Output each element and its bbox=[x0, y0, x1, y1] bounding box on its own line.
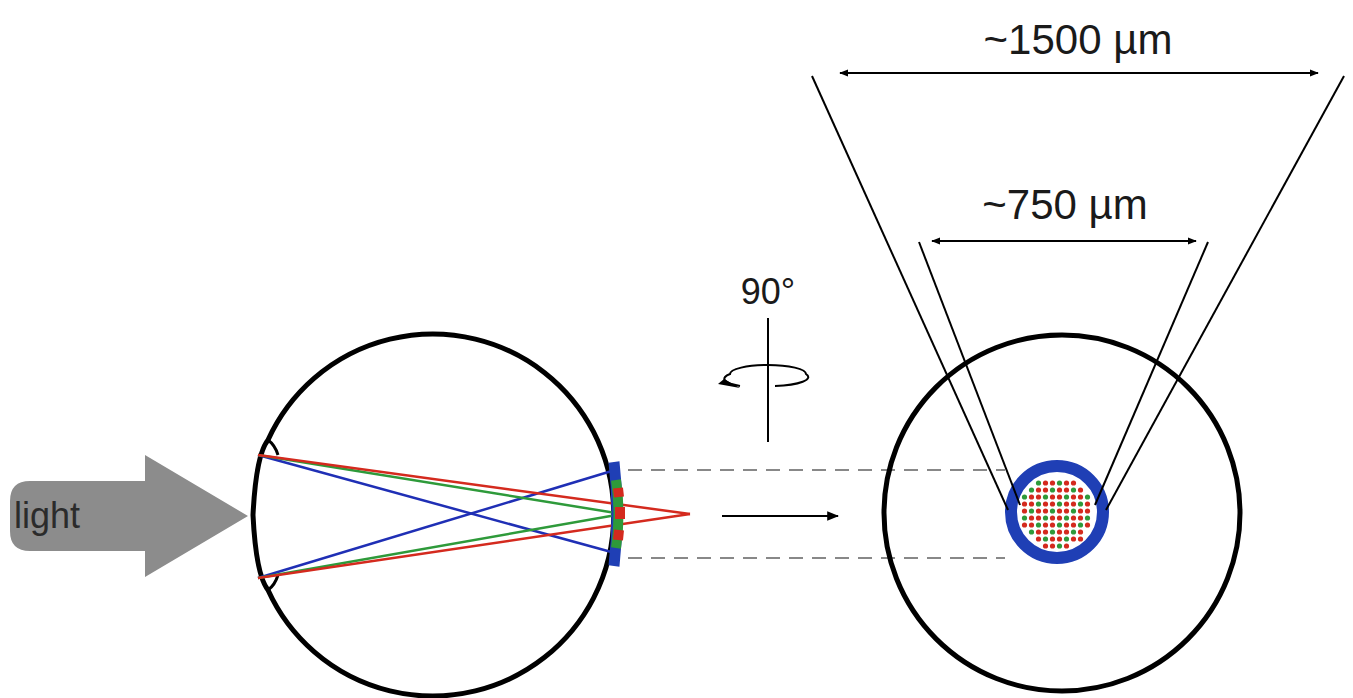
cone-dot bbox=[1036, 515, 1041, 520]
eye-front-view bbox=[812, 76, 1344, 691]
projection-line bbox=[628, 557, 1005, 559]
cone-dot bbox=[1071, 501, 1076, 506]
cone-dot bbox=[1078, 515, 1083, 520]
cone-dot bbox=[1064, 487, 1069, 492]
cone-dot bbox=[1043, 494, 1048, 499]
cone-dot bbox=[1057, 536, 1062, 541]
cone-dot bbox=[1043, 529, 1048, 534]
cone-dot bbox=[1043, 543, 1048, 548]
cone-dot bbox=[1022, 508, 1027, 513]
rotation-symbol bbox=[718, 318, 808, 442]
cone-dot bbox=[1036, 501, 1041, 506]
cone-dot bbox=[1064, 494, 1069, 499]
cone-dot bbox=[1071, 487, 1076, 492]
rotation-angle: 90° bbox=[741, 272, 795, 312]
cone-dot bbox=[1085, 522, 1090, 527]
cone-dot bbox=[1036, 494, 1041, 499]
cone-dot bbox=[1064, 536, 1069, 541]
cone-dot bbox=[1029, 508, 1034, 513]
cone-dot bbox=[1064, 529, 1069, 534]
projection-line bbox=[628, 469, 1005, 471]
cone-dot bbox=[1057, 494, 1062, 499]
arrow-label: light bbox=[14, 495, 80, 537]
cone-dot bbox=[1022, 522, 1027, 527]
cone-dot bbox=[1057, 501, 1062, 506]
cone-dot bbox=[1029, 487, 1034, 492]
cone-dot bbox=[1022, 501, 1027, 506]
cone-dot bbox=[1057, 515, 1062, 520]
cone-dot bbox=[1064, 480, 1069, 485]
cone-dot bbox=[1057, 529, 1062, 534]
cone-dot bbox=[1036, 480, 1041, 485]
cone-dot bbox=[1036, 487, 1041, 492]
cone-dot bbox=[1064, 508, 1069, 513]
dimension-arrow bbox=[932, 240, 1196, 242]
cone-dot bbox=[1050, 501, 1055, 506]
cone-dot bbox=[1078, 501, 1083, 506]
cone-dot bbox=[1050, 480, 1055, 485]
cone-dot bbox=[1050, 508, 1055, 513]
cone-dot bbox=[1078, 487, 1083, 492]
cone-dot bbox=[1050, 494, 1055, 499]
cone-dot bbox=[1071, 536, 1076, 541]
cone-dot bbox=[1078, 522, 1083, 527]
cone-dot bbox=[1050, 515, 1055, 520]
cone-dot bbox=[1057, 543, 1062, 548]
cone-dot bbox=[1029, 501, 1034, 506]
cone-dot bbox=[1078, 494, 1083, 499]
cone-dot bbox=[1043, 508, 1048, 513]
cone-dot bbox=[1078, 508, 1083, 513]
cone-dot bbox=[1071, 494, 1076, 499]
cone-dot bbox=[1078, 536, 1083, 541]
cone-dot bbox=[1050, 536, 1055, 541]
cone-dot bbox=[1022, 494, 1027, 499]
cone-dot bbox=[1085, 501, 1090, 506]
cone-dot bbox=[1036, 529, 1041, 534]
cone-dot bbox=[1071, 522, 1076, 527]
cone-dot bbox=[1085, 494, 1090, 499]
eye-side-view bbox=[253, 334, 690, 696]
cone-dot bbox=[1043, 522, 1048, 527]
cone-dot bbox=[1036, 536, 1041, 541]
dimension-label: ~750 µm bbox=[982, 182, 1147, 228]
cone-dot bbox=[1057, 522, 1062, 527]
light-arrow: light bbox=[10, 455, 250, 577]
cone-dot bbox=[1029, 529, 1034, 534]
cone-dot bbox=[1043, 536, 1048, 541]
cone-dot bbox=[1050, 487, 1055, 492]
cone-dot bbox=[1036, 522, 1041, 527]
view-arrow bbox=[722, 515, 838, 517]
cone-dot bbox=[1071, 480, 1076, 485]
cone-dot bbox=[1050, 543, 1055, 548]
cone-dot bbox=[1036, 508, 1041, 513]
cone-dot bbox=[1071, 515, 1076, 520]
cone-dot bbox=[1050, 529, 1055, 534]
dimension-label: ~1500 µm bbox=[984, 17, 1173, 63]
cone-dot bbox=[1043, 501, 1048, 506]
cone-dot bbox=[1022, 515, 1027, 520]
cone-dot bbox=[1085, 515, 1090, 520]
cone-dot bbox=[1064, 515, 1069, 520]
dimension-arrow bbox=[840, 72, 1318, 74]
cone-dot bbox=[1057, 487, 1062, 492]
cone-dot bbox=[1057, 480, 1062, 485]
cone-dot bbox=[1064, 522, 1069, 527]
cone-dot bbox=[1064, 501, 1069, 506]
cone-dot bbox=[1029, 522, 1034, 527]
cone-dot bbox=[1050, 522, 1055, 527]
cone-dot bbox=[1029, 494, 1034, 499]
cone-dot bbox=[1078, 529, 1083, 534]
cone-dot bbox=[1029, 515, 1034, 520]
cone-dot bbox=[1071, 529, 1076, 534]
cone-dot bbox=[1043, 480, 1048, 485]
cone-dot bbox=[1085, 508, 1090, 513]
cone-dot bbox=[1057, 508, 1062, 513]
cone-dot bbox=[1043, 487, 1048, 492]
cone-dot bbox=[1071, 508, 1076, 513]
cone-dot bbox=[1043, 515, 1048, 520]
cone-dot bbox=[1064, 543, 1069, 548]
